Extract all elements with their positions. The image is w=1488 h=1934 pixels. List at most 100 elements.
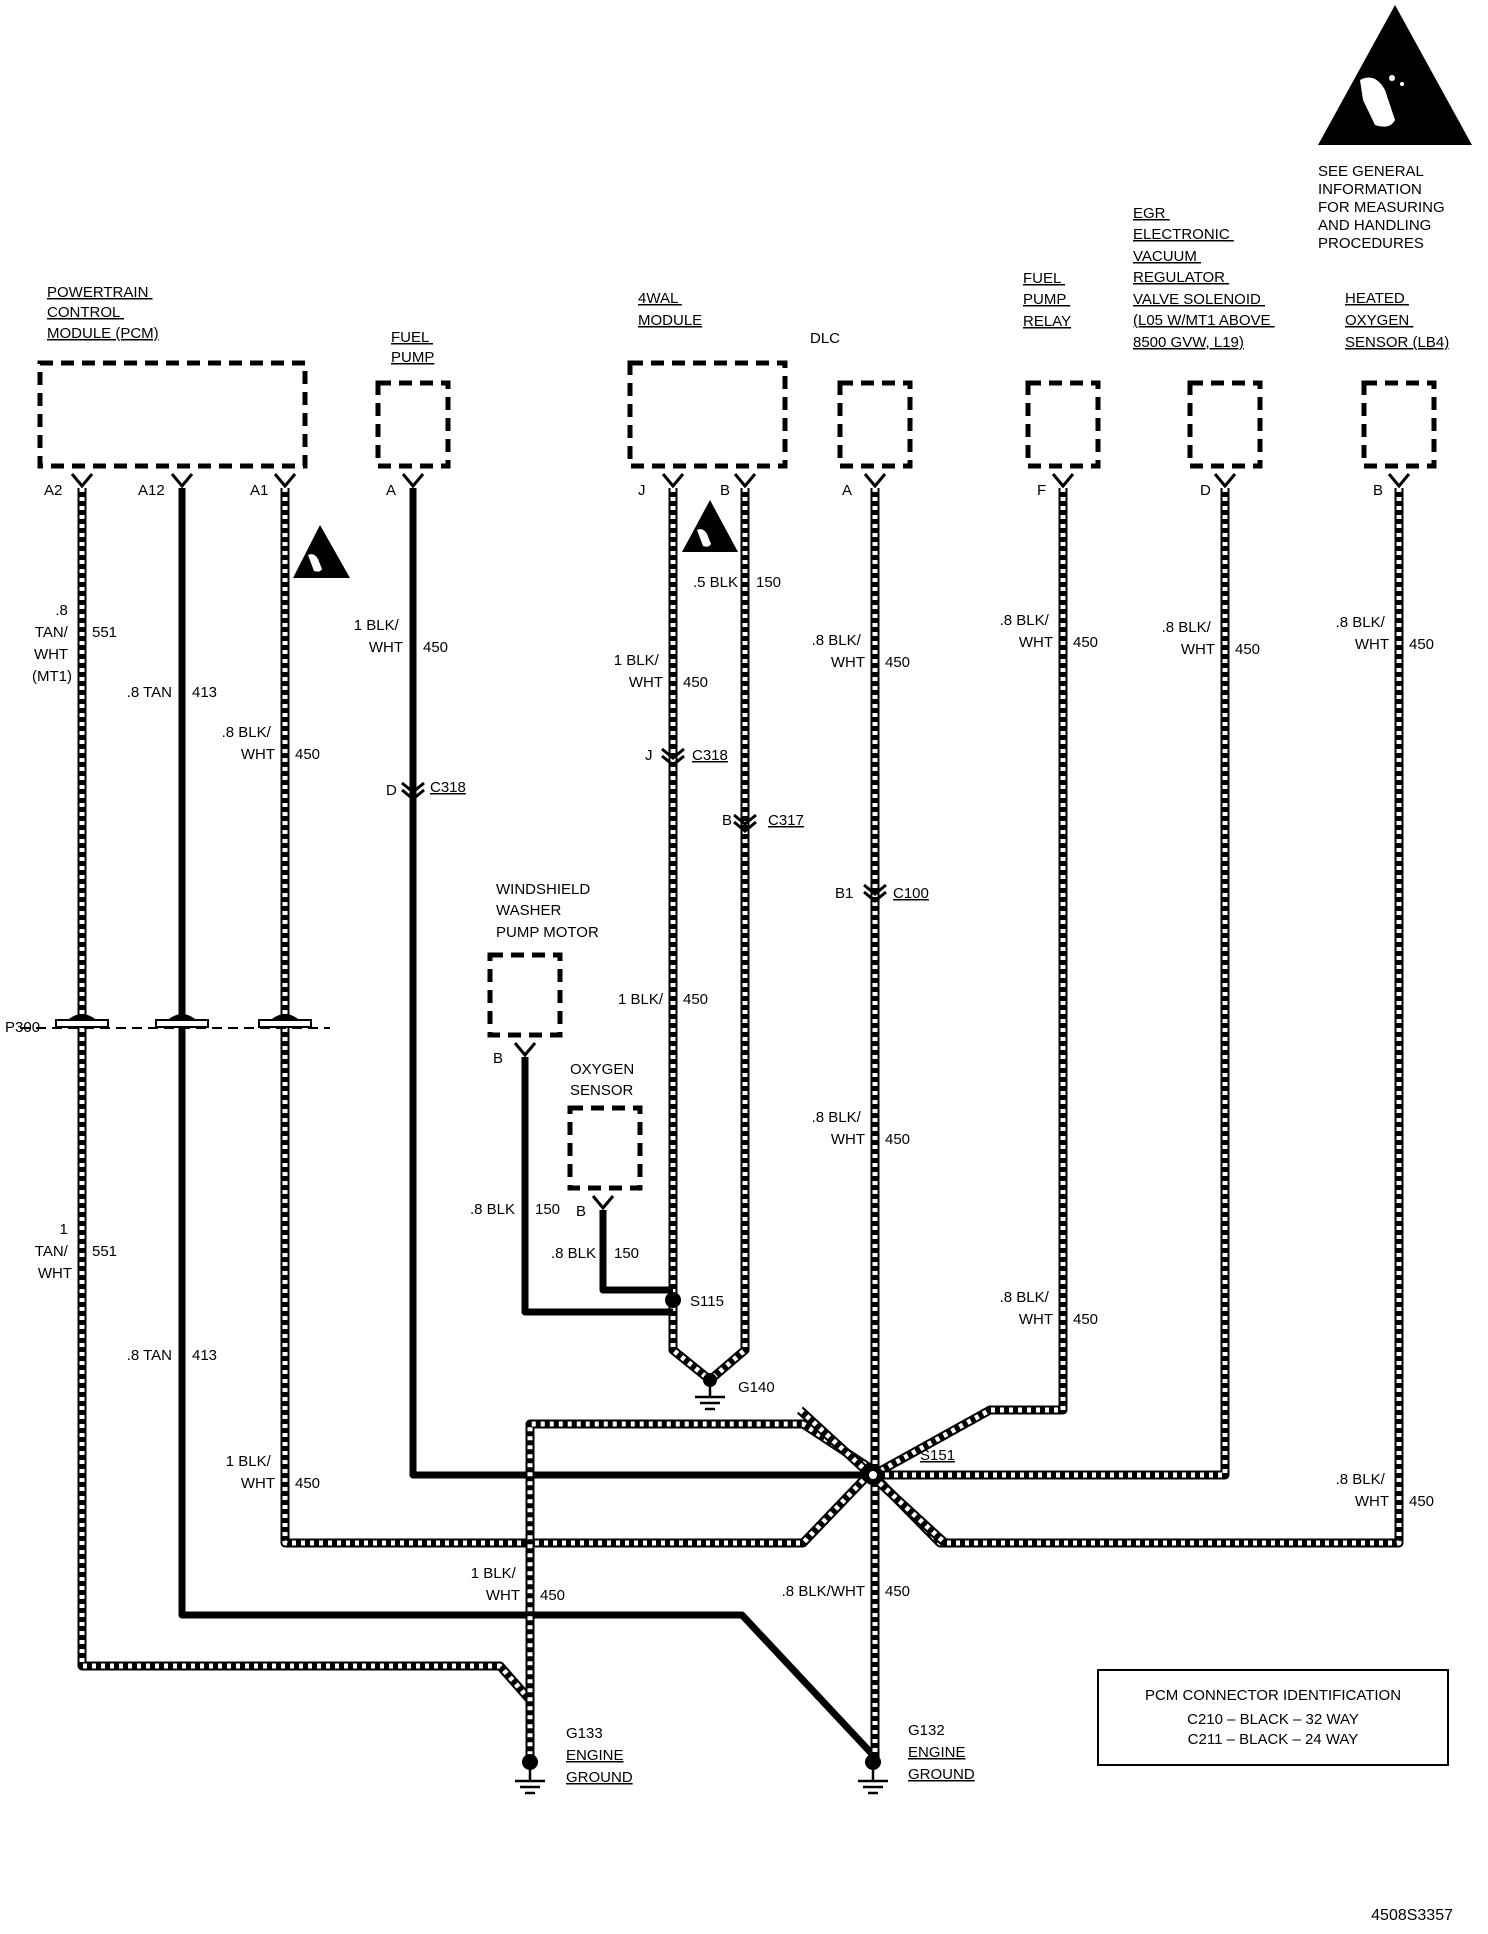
pin-a2: A2	[44, 482, 62, 499]
legend-line-c210: C210 – BLACK – 32 WAY	[1187, 1711, 1359, 1728]
wire-circuit-a12-top: 413	[192, 684, 217, 701]
wire-label-egr-top: .8 BLK/ WHT	[1162, 619, 1215, 658]
ground-g140-icon	[695, 1373, 725, 1411]
wire-label-dlc-mid: .8 BLK/ WHT	[812, 1109, 865, 1148]
egr-solenoid-label: EGR ELECTRONIC VACUUM REGULATOR VALVE SO…	[1133, 205, 1275, 351]
wire-551	[77, 488, 535, 1758]
pin-washer-b: B	[493, 1050, 503, 1067]
connector-c318-wal-label: C318	[692, 747, 728, 764]
wire-label-a12-top: .8 TAN	[127, 684, 172, 701]
pin-ho2s-b: B	[1373, 482, 1383, 499]
pin-a12: A12	[138, 482, 165, 499]
wire-413	[178, 488, 876, 1758]
wire-circuit-a1-low: 450	[295, 1475, 320, 1492]
connector-c318-wal-pin: J	[645, 747, 653, 764]
pcm-label: POWERTRAIN CONTROL MODULE (PCM)	[47, 284, 159, 342]
connector-c317-pin: B	[722, 812, 732, 829]
washer-pump-label: WINDSHIELD WASHER PUMP MOTOR	[496, 881, 599, 941]
wire-label-a1-low: 1 BLK/ WHT	[226, 1453, 275, 1492]
wire-label-g132: .8 BLK/WHT	[782, 1583, 865, 1600]
washer-pump-box	[487, 952, 563, 1038]
wire-circuit-dlc-top: 450	[885, 654, 910, 671]
heated-oxygen-sensor-box	[1361, 380, 1437, 469]
egr-solenoid-box	[1187, 380, 1263, 469]
wire-label-g133: 1 BLK/ WHT	[471, 1565, 520, 1604]
connector-c318-fuel	[401, 781, 425, 801]
pin-a1: A1	[250, 482, 268, 499]
wire-450-egr	[873, 488, 1230, 1480]
ground-g133-icon	[515, 1754, 545, 1795]
pin-wal-b: B	[720, 482, 730, 499]
connector-c317	[733, 813, 757, 833]
wire-450-ho2s	[869, 488, 1404, 1548]
pin-wal-j: J	[638, 482, 646, 499]
wire-circuit-a1-top: 450	[295, 746, 320, 763]
pin-egr-d: D	[1200, 482, 1211, 499]
wire-circuit-fuel-top: 450	[423, 639, 448, 656]
splice-s115	[665, 1292, 681, 1308]
wire-circuit-a2-top: 551	[92, 624, 117, 641]
esd-symbol-icon	[293, 525, 350, 578]
wire-label-wal-b-top: .5 BLK	[693, 574, 738, 591]
wire-circuit-egr-top: 450	[1235, 641, 1260, 658]
pin-dlc-a: A	[842, 482, 852, 499]
warning-text: SEE GENERAL INFORMATION FOR MEASURING AN…	[1318, 163, 1449, 252]
wire-label-a2-low: 1 TAN/ WHT	[35, 1221, 72, 1282]
wire-circuit-a2-low: 551	[92, 1243, 117, 1260]
connector-c318-fuel-label: C318	[430, 779, 466, 796]
wire-150-wal-b	[707, 488, 750, 1384]
wire-label-ho2s-low: .8 BLK/ WHT	[1336, 1471, 1389, 1510]
heated-oxygen-sensor-label: HEATED OXYGEN SENSOR (LB4)	[1345, 290, 1449, 351]
pin-relay-f: F	[1037, 482, 1046, 499]
wire-circuit-wal-j-top: 450	[683, 674, 708, 691]
oxygen-sensor-label: OXYGEN SENSOR	[570, 1061, 638, 1099]
fuel-pump-label: FUEL PUMP	[391, 329, 434, 366]
wire-circuit-relay-low: 450	[1073, 1311, 1098, 1328]
wal-module-box	[627, 360, 788, 469]
connector-c100-label: C100	[893, 885, 929, 902]
wire-label-relay-top: .8 BLK/ WHT	[1000, 612, 1053, 651]
esd-warning-icon	[1318, 5, 1472, 145]
ground-g132-label: G132 ENGINE GROUND	[908, 1722, 975, 1783]
pcm-box	[37, 360, 308, 469]
wire-150-washer	[521, 1057, 673, 1316]
wire-circuit-wal-j-mid: 450	[683, 991, 708, 1008]
wire-circuit-a12-low: 413	[192, 1347, 217, 1364]
wire-label-a12-low: .8 TAN	[127, 1347, 172, 1364]
wire-circuit-dlc-mid: 450	[885, 1131, 910, 1148]
fuel-pump-relay-label: FUEL PUMP RELAY	[1023, 270, 1071, 330]
connector-p300-label: P300	[5, 1019, 40, 1036]
wire-label-wal-j-top: 1 BLK/ WHT	[614, 652, 663, 691]
splice-s115-label: S115	[690, 1293, 724, 1310]
legend-line-c211: C211 – BLACK – 24 WAY	[1188, 1731, 1359, 1748]
wire-circuit-ho2s-low: 450	[1409, 1493, 1434, 1510]
dlc-box	[837, 380, 913, 469]
ground-g140-label: G140	[738, 1379, 775, 1396]
wire-label-relay-low: .8 BLK/ WHT	[1000, 1289, 1053, 1328]
wire-circuit-washer: 150	[535, 1201, 560, 1218]
esd-symbol-icon	[682, 500, 738, 552]
wal-module-label: 4WAL MODULE	[638, 290, 702, 329]
wire-circuit-wal-b-top: 150	[756, 574, 781, 591]
ground-g132-icon	[858, 1754, 888, 1795]
wire-label-wal-j-mid: 1 BLK/	[618, 991, 664, 1008]
wire-label-dlc-top: .8 BLK/ WHT	[812, 632, 865, 671]
wire-450-relay	[870, 488, 1068, 1479]
wire-450-wal-j	[668, 488, 713, 1384]
figure-id: 4508S3357	[1371, 1907, 1453, 1924]
wire-label-ho2s-top: .8 BLK/ WHT	[1336, 614, 1389, 653]
pcm-connector-legend: PCM CONNECTOR IDENTIFICATION C210 – BLAC…	[1097, 1669, 1449, 1766]
wire-label-fuel-top: 1 BLK/ WHT	[354, 617, 403, 656]
wire-label-a2-top: .8 TAN/ WHT (MT1)	[32, 602, 72, 685]
wire-circuit-g132: 450	[885, 1583, 910, 1600]
pin-o2-b: B	[576, 1203, 586, 1220]
connector-c318-fuel-pin: D	[386, 782, 397, 799]
fuel-pump-box	[375, 380, 451, 469]
fuel-pump-relay-box	[1025, 380, 1101, 469]
connector-c317-label: C317	[768, 812, 804, 829]
splice-s151-label: S151	[920, 1447, 955, 1464]
legend-title: PCM CONNECTOR IDENTIFICATION	[1145, 1687, 1401, 1704]
connector-c100-pin: B1	[835, 885, 853, 902]
wire-circuit-ho2s-top: 450	[1409, 636, 1434, 653]
ground-g133-label: G133 ENGINE GROUND	[566, 1725, 633, 1786]
